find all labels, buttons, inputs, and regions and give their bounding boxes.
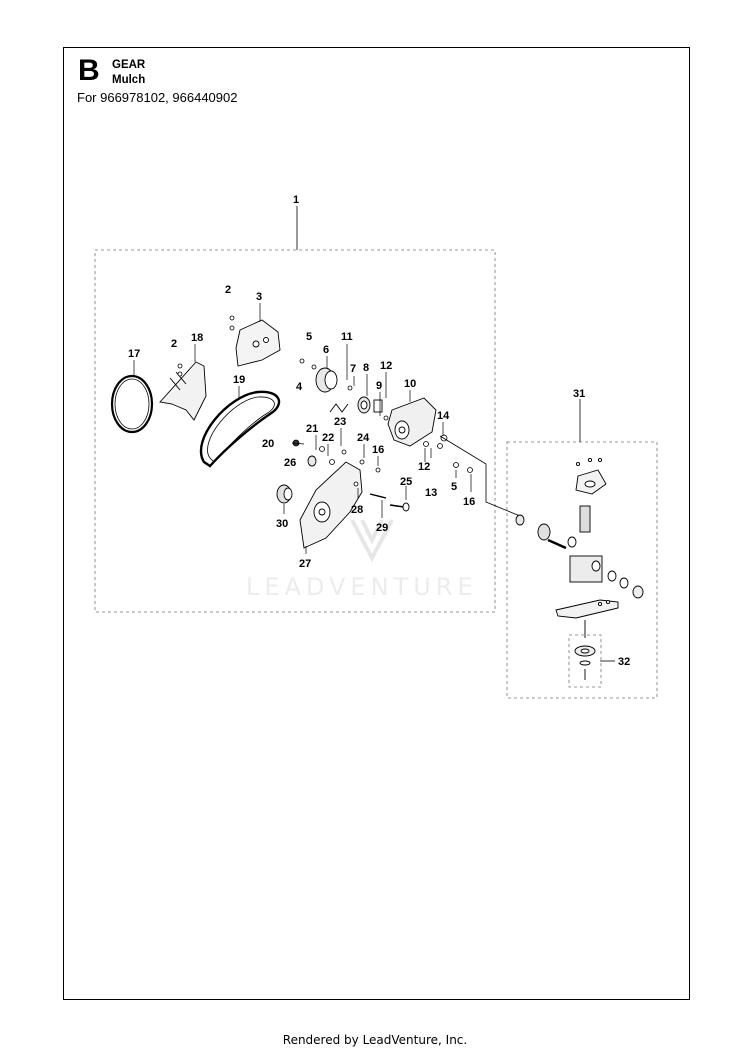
section-letter: B — [78, 54, 100, 87]
part-blade-bracket — [555, 599, 619, 619]
callout-17: 17 — [128, 348, 140, 360]
callout-18: 18 — [191, 332, 203, 344]
callout-31: 31 — [573, 388, 585, 400]
callout-24: 24 — [357, 432, 370, 444]
fasteners — [177, 315, 473, 487]
callout-7: 7 — [350, 363, 356, 375]
callout-12b: 12 — [418, 461, 430, 473]
callout-21: 21 — [306, 423, 318, 435]
callout-6: 6 — [323, 344, 329, 356]
part-17-belt-ring — [110, 374, 154, 434]
callout-19: 19 — [233, 374, 245, 386]
callout-9: 9 — [376, 380, 382, 392]
part-10-gear-housing — [387, 397, 437, 447]
part-bevel-gear — [537, 523, 551, 541]
diagram-title: GEAR — [112, 59, 146, 71]
callout-32: 32 — [618, 656, 630, 668]
callout-11: 11 — [341, 331, 353, 343]
callout-20: 20 — [262, 438, 274, 450]
callout-2a: 2 — [225, 284, 231, 296]
callout-8: 8 — [363, 362, 369, 374]
callout-5b: 5 — [451, 481, 457, 493]
watermark-text: LEADVENTURE — [246, 573, 478, 601]
callout-2b: 2 — [171, 338, 177, 350]
callout-1: 1 — [293, 194, 299, 206]
callout-30: 30 — [276, 518, 288, 530]
callout-16a: 16 — [372, 444, 384, 456]
assembly-box-31 — [506, 441, 658, 699]
callout-27: 27 — [299, 558, 311, 570]
part-worm-shaft — [579, 505, 591, 533]
part-26-bushing — [307, 455, 317, 467]
callout-14: 14 — [437, 410, 450, 422]
part-29-bolt — [369, 493, 387, 499]
callout-12a: 12 — [380, 360, 392, 372]
shaft-leader-line — [439, 435, 521, 517]
callout-29: 29 — [376, 522, 388, 534]
callout-3: 3 — [256, 291, 262, 303]
watermark-logo — [350, 519, 394, 563]
part-19-v-belt — [199, 390, 281, 468]
assembly-box-1 — [94, 249, 496, 613]
callout-4: 4 — [296, 381, 303, 393]
right-assembly-parts — [515, 457, 644, 680]
part-9-clip — [373, 399, 383, 413]
callout-labels: 1 2 3 2 18 17 19 5 11 6 4 7 8 12 9 10 14… — [128, 194, 630, 668]
callout-10: 10 — [404, 378, 416, 390]
model-numbers: For 966978102, 966440902 — [77, 90, 238, 105]
footer-credit: Rendered by LeadVenture, Inc. — [282, 1033, 468, 1047]
callout-26: 26 — [284, 457, 296, 469]
callout-28: 28 — [351, 504, 363, 516]
main-assembly-parts — [110, 319, 437, 549]
callout-22: 22 — [322, 432, 334, 444]
callout-23: 23 — [334, 416, 346, 428]
callout-5a: 5 — [306, 331, 312, 343]
callout-13: 13 — [425, 487, 437, 499]
group-leaders — [296, 206, 615, 662]
part-27-belt-cover-arm — [299, 461, 363, 549]
part-7-spring — [329, 403, 349, 413]
callout-16b: 16 — [463, 496, 475, 508]
diagram-subtitle: Mulch — [112, 74, 146, 86]
part-18-bracket — [159, 361, 207, 421]
part-25-pin — [389, 504, 405, 508]
callout-leaders — [133, 303, 472, 554]
page-frame — [63, 47, 690, 1000]
callout-25: 25 — [400, 476, 412, 488]
